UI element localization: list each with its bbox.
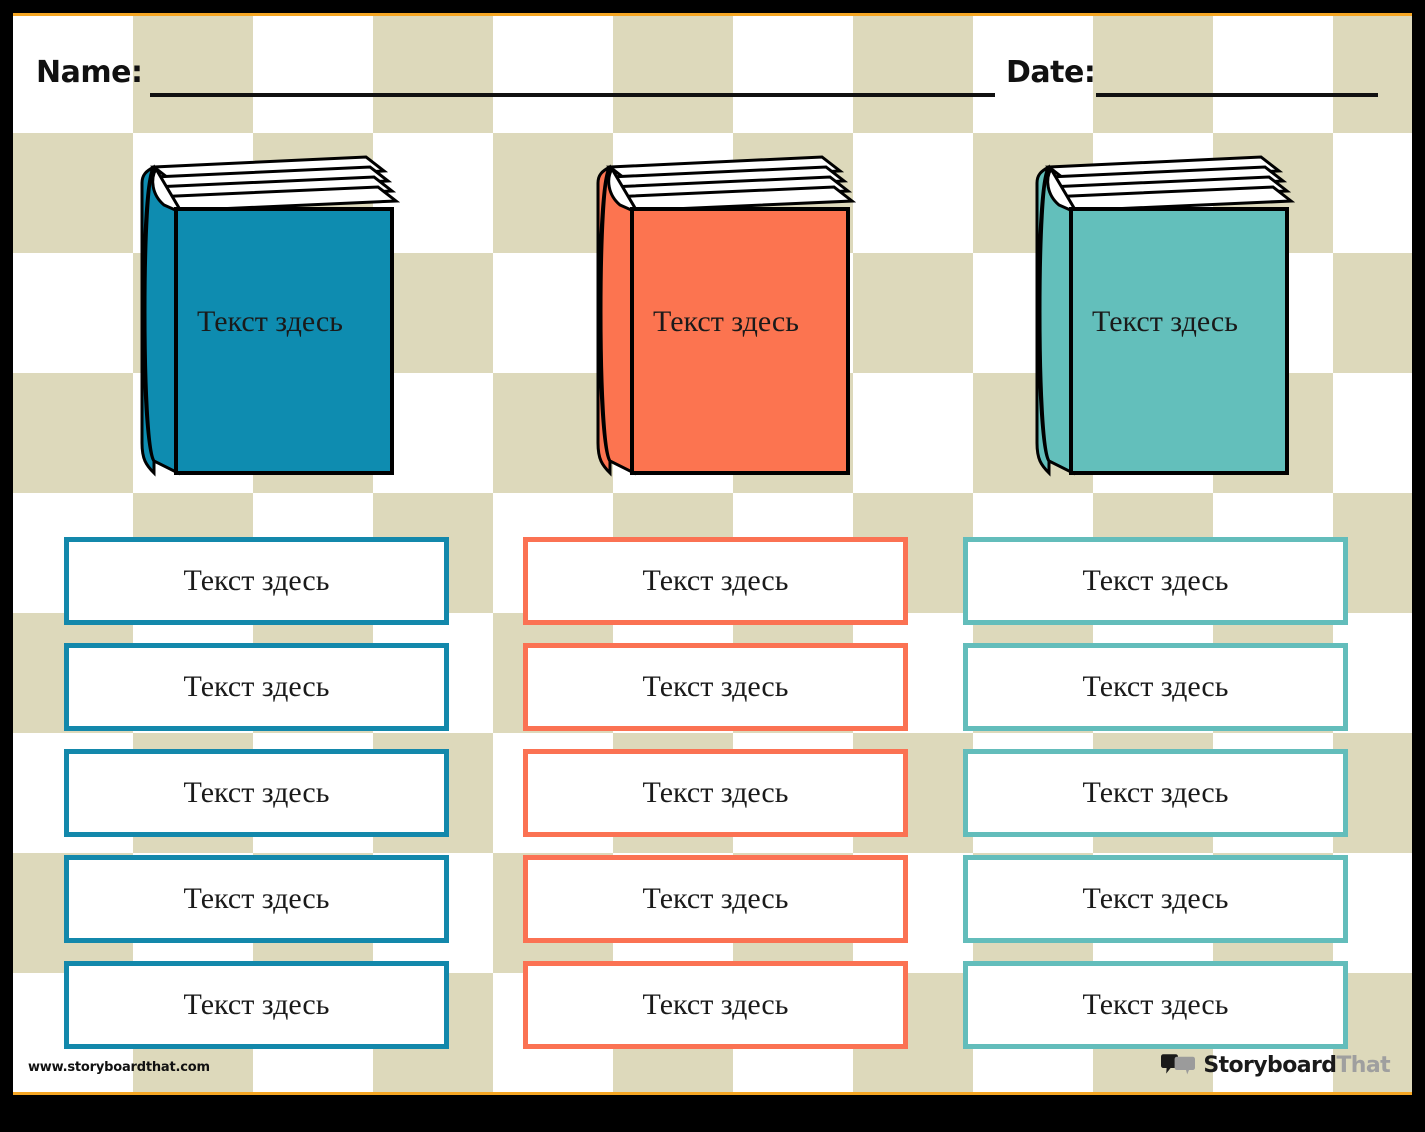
answer-box[interactable]: Текст здесь (963, 961, 1348, 1049)
answer-box-text: Текст здесь (642, 882, 789, 915)
speech-bubbles-icon (1161, 1053, 1196, 1074)
book-illustration (140, 155, 400, 477)
answer-box[interactable]: Текст здесь (523, 537, 908, 625)
book-blue[interactable]: Текст здесь (120, 143, 400, 483)
name-write-line[interactable] (150, 93, 995, 97)
books-row: Текст здесь Текст здесь (13, 143, 1412, 493)
answer-box[interactable]: Текст здесь (64, 537, 449, 625)
date-label: Date: (1006, 55, 1096, 90)
answer-box-text: Текст здесь (183, 776, 330, 809)
answer-box-text: Текст здесь (642, 564, 789, 597)
answer-box-text: Текст здесь (1082, 670, 1229, 703)
book-illustration (596, 155, 856, 477)
worksheet-header: Name: Date: (13, 49, 1412, 105)
worksheet-footer: www.storyboardthat.com StoryboardThat (13, 1039, 1412, 1095)
answer-box-text: Текст здесь (1082, 882, 1229, 915)
answer-box[interactable]: Текст здесь (963, 643, 1348, 731)
book-teal[interactable]: Текст здесь (1015, 143, 1295, 483)
answer-box[interactable]: Текст здесь (64, 961, 449, 1049)
top-accent-rule (13, 13, 1412, 16)
answer-box-text: Текст здесь (183, 670, 330, 703)
book-orange[interactable]: Текст здесь (576, 143, 856, 483)
name-label: Name: (36, 55, 143, 90)
site-url[interactable]: www.storyboardthat.com (28, 1060, 210, 1075)
logo-text-secondary: That (1336, 1053, 1390, 1078)
storyboardthat-logo[interactable]: StoryboardThat (1161, 1053, 1391, 1078)
answer-box-text: Текст здесь (183, 564, 330, 597)
answer-box[interactable]: Текст здесь (64, 855, 449, 943)
answer-box-text: Текст здесь (642, 988, 789, 1021)
answer-box[interactable]: Текст здесь (523, 961, 908, 1049)
answer-box-text: Текст здесь (642, 670, 789, 703)
worksheet-page: Name: Date: Текст здесь (13, 13, 1412, 1095)
bottom-accent-rule (13, 1092, 1412, 1095)
answer-box-text: Текст здесь (1082, 564, 1229, 597)
answer-box[interactable]: Текст здесь (523, 643, 908, 731)
answer-box[interactable]: Текст здесь (963, 537, 1348, 625)
answer-box-text: Текст здесь (642, 776, 789, 809)
answer-box[interactable]: Текст здесь (64, 643, 449, 731)
answer-box[interactable]: Текст здесь (963, 749, 1348, 837)
answer-box[interactable]: Текст здесь (523, 749, 908, 837)
answer-box-text: Текст здесь (183, 988, 330, 1021)
logo-wordmark: StoryboardThat (1203, 1053, 1390, 1078)
answer-box-text: Текст здесь (183, 882, 330, 915)
answer-box-text: Текст здесь (1082, 988, 1229, 1021)
logo-text-primary: Storyboard (1203, 1053, 1337, 1078)
answer-box[interactable]: Текст здесь (64, 749, 449, 837)
book-illustration (1035, 155, 1295, 477)
date-write-line[interactable] (1096, 93, 1378, 97)
answer-box-text: Текст здесь (1082, 776, 1229, 809)
answer-box[interactable]: Текст здесь (963, 855, 1348, 943)
answer-box[interactable]: Текст здесь (523, 855, 908, 943)
